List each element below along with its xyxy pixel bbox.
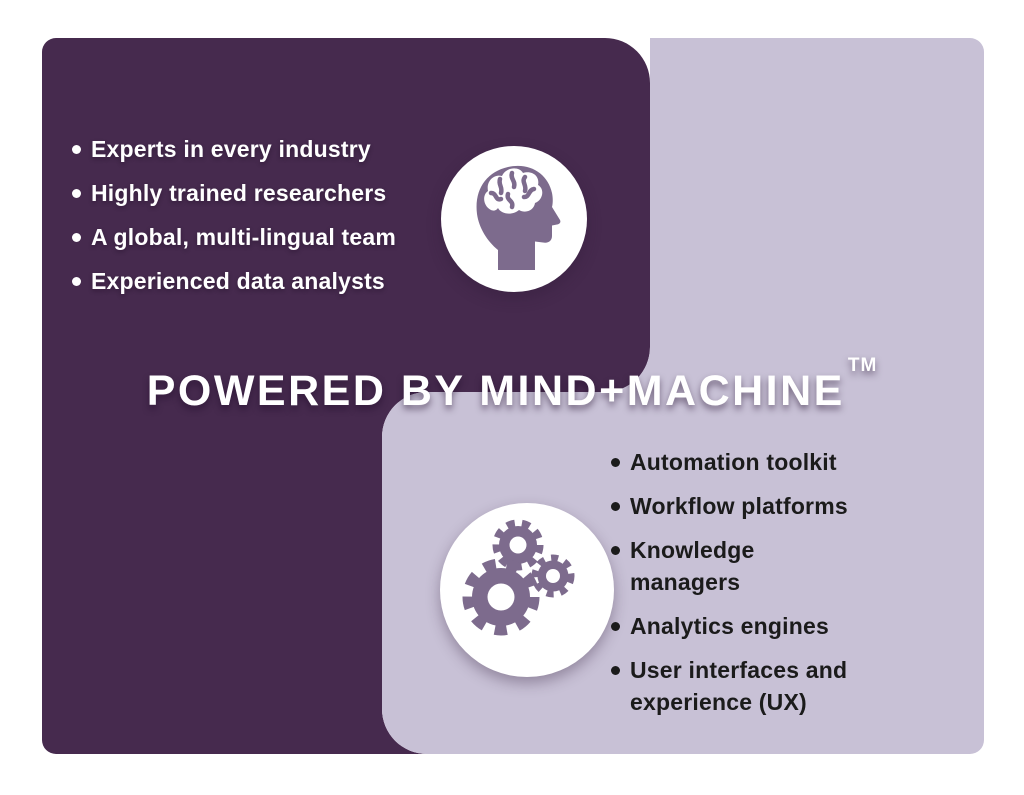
list-item-label: Highly trained researchers (91, 180, 387, 206)
bullet-icon (611, 546, 620, 555)
list-item: Workflow platforms (611, 490, 901, 522)
bullet-icon (611, 502, 620, 511)
gear-small (531, 554, 575, 598)
gear-large (462, 558, 540, 636)
mind-icon-badge (441, 146, 587, 292)
bullet-icon (611, 622, 620, 631)
head-brain-icon (476, 165, 561, 270)
list-item-label: Experienced data analysts (91, 268, 385, 294)
list-item: Experts in every industry (72, 133, 432, 165)
list-item: User interfaces and experience (UX) (611, 654, 901, 718)
gears-icon (462, 519, 575, 636)
list-item: Knowledge managers (611, 534, 901, 598)
bullet-icon (611, 666, 620, 675)
list-item-label: Workflow platforms (630, 493, 848, 519)
list-item: Experienced data analysts (72, 265, 432, 297)
list-item-label: Analytics engines (630, 613, 829, 639)
mind-feature-list: Experts in every industry Highly trained… (72, 133, 432, 309)
machine-icon-badge (440, 503, 614, 677)
headline-text: POWERED BY MIND+MACHINE (146, 367, 845, 415)
list-item-label: Knowledge managers (630, 537, 755, 595)
bullet-icon (72, 145, 81, 154)
bullet-icon (72, 277, 81, 286)
list-item-label: User interfaces and experience (UX) (630, 657, 848, 715)
list-item-label: Automation toolkit (630, 449, 837, 475)
bullet-icon (72, 233, 81, 242)
list-item-label: Experts in every industry (91, 136, 371, 162)
list-item-label: A global, multi-lingual team (91, 224, 397, 250)
bullet-icon (611, 458, 620, 467)
list-item: Highly trained researchers (72, 177, 432, 209)
gear-medium (492, 519, 544, 571)
bullet-icon (72, 189, 81, 198)
trademark-symbol: TM (847, 355, 878, 376)
list-item: Analytics engines (611, 610, 901, 642)
headline: POWERED BY MIND+MACHINETM (0, 356, 1024, 415)
list-item: A global, multi-lingual team (72, 221, 432, 253)
list-item: Automation toolkit (611, 446, 901, 478)
machine-feature-list: Automation toolkit Workflow platforms Kn… (611, 446, 901, 730)
